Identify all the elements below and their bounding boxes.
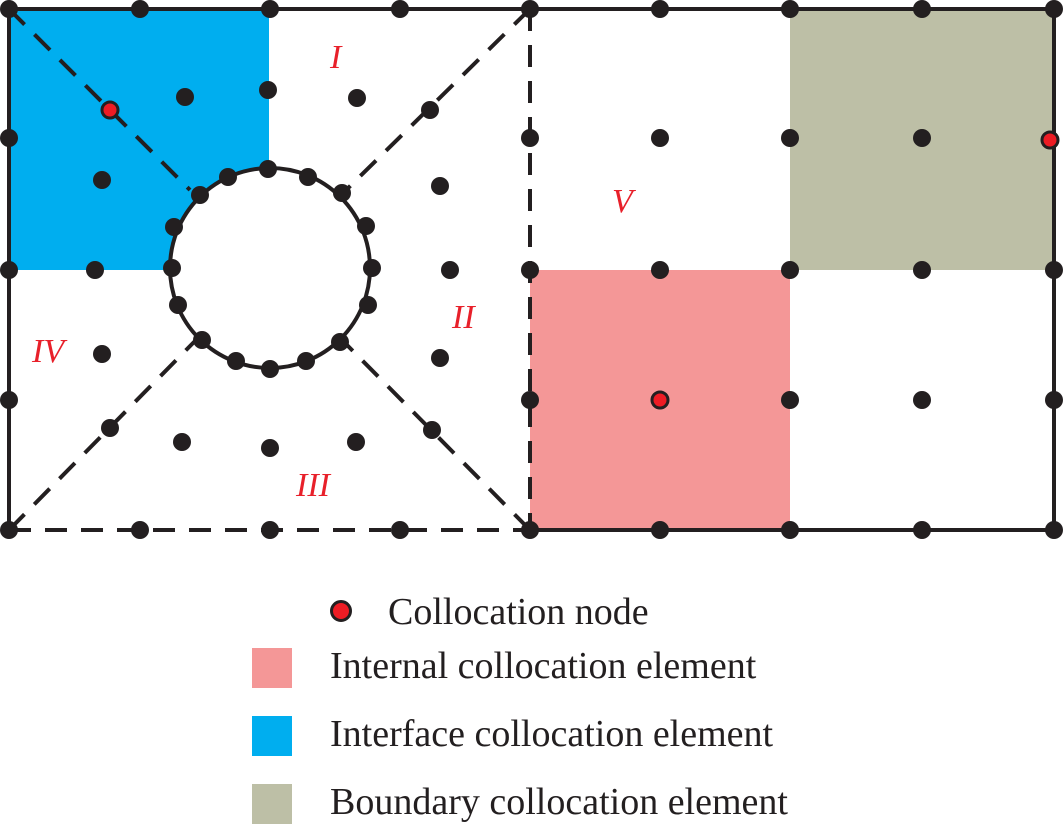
mesh-node bbox=[651, 521, 669, 539]
mesh-node bbox=[131, 0, 149, 18]
mesh-node bbox=[93, 345, 111, 363]
legend-row-internal: Internal collocation element bbox=[0, 644, 1063, 688]
mesh-node bbox=[391, 0, 409, 18]
mesh-node bbox=[297, 352, 315, 370]
mesh-node bbox=[259, 81, 277, 99]
region-label-v: V bbox=[612, 183, 637, 220]
mesh-node bbox=[0, 261, 18, 279]
mesh-node bbox=[0, 0, 18, 18]
mesh-node bbox=[913, 0, 931, 18]
mesh-node bbox=[1045, 261, 1063, 279]
region-label-i: I bbox=[329, 39, 343, 76]
legend-label-interface: Interface collocation element bbox=[330, 713, 774, 755]
region-label-iv: IV bbox=[31, 333, 68, 370]
mesh-node bbox=[913, 129, 931, 147]
mesh-node bbox=[86, 261, 104, 279]
collocation-node bbox=[1040, 130, 1060, 150]
mesh-node bbox=[347, 433, 365, 451]
mesh-node bbox=[0, 521, 18, 539]
mesh-node bbox=[651, 0, 669, 18]
mesh-node bbox=[176, 88, 194, 106]
dashed-diagonal-tr bbox=[338, 7, 532, 198]
mesh-node bbox=[651, 261, 669, 279]
collocation-node bbox=[650, 390, 670, 410]
mesh-node bbox=[521, 0, 539, 18]
mesh-node bbox=[93, 171, 111, 189]
dashed-diagonal-bl bbox=[7, 338, 198, 532]
mesh-node bbox=[1045, 0, 1063, 18]
mesh-node bbox=[913, 521, 931, 539]
mesh-node bbox=[227, 352, 245, 370]
mesh-node bbox=[781, 129, 799, 147]
legend-label-collocation-node: Collocation node bbox=[388, 591, 649, 633]
mesh-node bbox=[781, 261, 799, 279]
mesh-node bbox=[261, 439, 279, 457]
diagram-canvas: I II III IV V bbox=[0, 0, 1063, 539]
mesh-node bbox=[431, 349, 449, 367]
mesh-node bbox=[163, 259, 181, 277]
mesh-node bbox=[781, 391, 799, 409]
mesh-node bbox=[651, 129, 669, 147]
legend-row-collocation-node: Collocation node bbox=[0, 590, 1063, 634]
node-group bbox=[0, 0, 1063, 539]
mesh-node bbox=[348, 89, 366, 107]
region-label-iii: III bbox=[295, 467, 332, 504]
interface-element-swatch bbox=[252, 716, 292, 756]
mesh-node bbox=[169, 296, 187, 314]
mesh-node bbox=[391, 521, 409, 539]
legend-row-interface: Interface collocation element bbox=[0, 712, 1063, 756]
mesh-node bbox=[131, 521, 149, 539]
mesh-node bbox=[781, 521, 799, 539]
mesh-node bbox=[261, 521, 279, 539]
collocation-node bbox=[100, 100, 120, 120]
mesh-node bbox=[259, 160, 277, 178]
region-label-ii: II bbox=[451, 299, 476, 336]
mesh-node bbox=[421, 101, 439, 119]
mesh-node bbox=[521, 129, 539, 147]
mesh-node bbox=[441, 261, 459, 279]
mesh-node bbox=[191, 186, 209, 204]
mesh-node bbox=[1045, 391, 1063, 409]
mesh-node bbox=[913, 391, 931, 409]
mesh-node bbox=[521, 261, 539, 279]
dashed-diagonal-br bbox=[344, 342, 532, 532]
mesh-node bbox=[261, 360, 279, 378]
legend-label-internal: Internal collocation element bbox=[330, 645, 757, 687]
dashed-diagonal-tl bbox=[7, 7, 192, 192]
legend-row-boundary: Boundary collocation element bbox=[0, 780, 1063, 824]
mesh-node bbox=[173, 433, 191, 451]
mesh-node bbox=[423, 421, 441, 439]
mesh-node bbox=[261, 0, 279, 18]
mesh-node bbox=[1045, 521, 1063, 539]
mesh-node bbox=[0, 391, 18, 409]
collocation-node-marker bbox=[330, 600, 352, 622]
mesh-node bbox=[101, 419, 119, 437]
mesh-node bbox=[363, 259, 381, 277]
mesh-node bbox=[521, 521, 539, 539]
mesh-node bbox=[521, 391, 539, 409]
mesh-node bbox=[219, 168, 237, 186]
mesh-node bbox=[165, 218, 183, 236]
boundary-element-swatch bbox=[252, 784, 292, 824]
mesh-node bbox=[359, 296, 377, 314]
mesh-node bbox=[913, 261, 931, 279]
mesh-node bbox=[431, 177, 449, 195]
mesh-node bbox=[0, 129, 18, 147]
legend: Collocation node Internal collocation el… bbox=[0, 590, 1063, 830]
mesh-node bbox=[357, 217, 375, 235]
mesh-node bbox=[781, 0, 799, 18]
internal-element-swatch bbox=[252, 648, 292, 688]
legend-label-boundary: Boundary collocation element bbox=[330, 781, 788, 823]
mesh-node bbox=[331, 333, 349, 351]
mesh-node bbox=[299, 168, 317, 186]
mesh-node bbox=[193, 331, 211, 349]
mesh-node bbox=[333, 184, 351, 202]
